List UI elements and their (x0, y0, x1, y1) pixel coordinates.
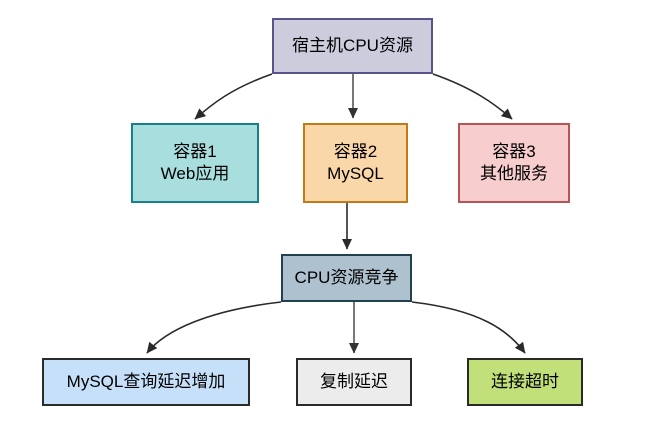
node-connection-timeout-label: 连接超时 (491, 372, 559, 392)
node-container3: 容器3 其他服务 (458, 123, 570, 203)
edge-contention-to-connection-timeout (411, 301, 526, 354)
edge-host-to-container3 (432, 73, 513, 120)
node-container3-label: 容器3 (492, 142, 536, 162)
edge-contention-to-mysql-latency (146, 301, 282, 354)
node-replication-lag: 复制延迟 (296, 358, 412, 406)
node-replication-lag-label: 复制延迟 (320, 372, 388, 392)
node-host-cpu-label: 宿主机CPU资源 (292, 36, 413, 56)
node-container2-label: 容器2 (333, 142, 378, 162)
node-container2-label: MySQL (327, 164, 384, 183)
edge-host-to-container1 (194, 73, 273, 120)
node-container1-label: 容器1 (173, 142, 217, 162)
node-cpu-contention-label: CPU资源竞争 (294, 268, 399, 288)
node-connection-timeout: 连接超时 (467, 358, 583, 406)
node-host-cpu: 宿主机CPU资源 (272, 18, 433, 74)
node-container1-label: Web应用 (160, 164, 230, 183)
node-mysql-latency-label: MySQL查询延迟增加 (66, 372, 226, 392)
node-mysql-latency: MySQL查询延迟增加 (42, 358, 250, 406)
node-cpu-contention: CPU资源竞争 (281, 254, 412, 302)
node-container3-label: 其他服务 (480, 164, 548, 183)
